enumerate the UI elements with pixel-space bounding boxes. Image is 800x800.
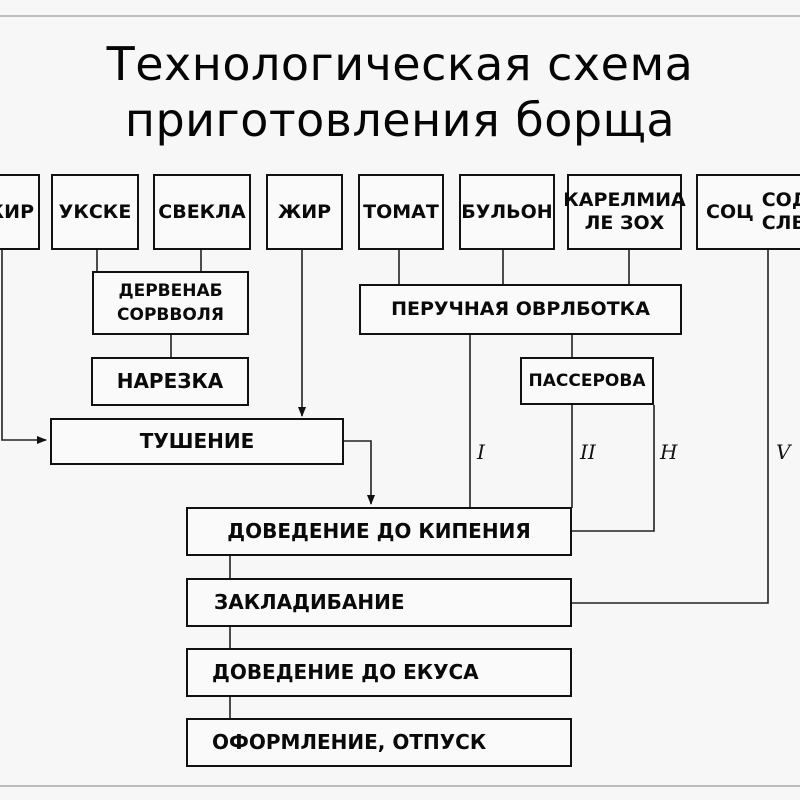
- ingredient-carrot-label-2: ле зох: [584, 212, 665, 234]
- passing-label: Пассерова: [528, 370, 646, 391]
- ingredient-fat2-label: Жир: [277, 200, 332, 223]
- stewing-label: Тушение: [139, 429, 255, 453]
- ingredient-carrot-box: Карелмиа ле зох: [563, 174, 686, 250]
- serving-label: Оформление, отпуск: [212, 730, 487, 754]
- manual-processing-box: Перучная оврлботка: [359, 284, 682, 335]
- title-line-1: Технологическая схема: [106, 37, 694, 91]
- ingredient-salt-extra-2: Слв: [761, 212, 800, 234]
- pre-processing-label-2: сорвволя: [117, 305, 224, 325]
- boiling-box: Доведение до кипения: [186, 507, 572, 556]
- to-taste-box: Доведение до екуса: [186, 648, 572, 697]
- stream-label-H: H: [660, 440, 678, 464]
- ingredient-broth-label: Бульон: [461, 200, 553, 223]
- manual-processing-label: Перучная оврлботка: [391, 298, 650, 320]
- pre-processing-label-1: Дервенаб: [118, 281, 223, 301]
- stream-label-I: I: [477, 440, 485, 464]
- stream-label-II: II: [580, 440, 596, 464]
- ingredient-onion-box: Укске: [51, 174, 139, 250]
- title-line-2: приготовления борща: [124, 93, 676, 147]
- ingredient-fat-label: Жир: [0, 200, 34, 223]
- to-taste-label: Доведение до екуса: [212, 660, 479, 684]
- ingredient-salt-label: Соц: [706, 200, 754, 223]
- ingredient-salt-extra-1: Сод: [761, 189, 800, 211]
- ingredient-fat2-box: Жир: [266, 174, 343, 250]
- diagram-title: Технологическая схема приготовления борщ…: [0, 36, 800, 148]
- top-border: [0, 15, 800, 17]
- ingredient-carrot-label: Карелмиа: [563, 189, 686, 211]
- passing-box: Пассерова: [520, 357, 654, 405]
- pre-processing-box: Дервенаб сорвволя: [92, 271, 249, 335]
- edge-stream-V: [572, 250, 769, 604]
- ingredient-onion-label: Укске: [58, 200, 132, 223]
- ingredient-broth-box: Бульон: [459, 174, 555, 250]
- ingredient-fat-box: Жир: [0, 174, 40, 250]
- ingredient-beet-label: Свекла: [158, 200, 246, 223]
- edge-stream-H: [572, 405, 655, 532]
- ingredient-salt-box: Соц Сод Слв: [696, 174, 800, 250]
- cutting-label: Нарезка: [116, 369, 224, 393]
- edge-fat-to-stewing: [1, 250, 47, 444]
- adding-box: Закладибание: [186, 578, 572, 627]
- cutting-box: Нарезка: [91, 357, 249, 406]
- edge-stewing-to-boiling: [344, 440, 375, 505]
- stream-label-V: V: [776, 440, 791, 464]
- ingredient-salt-extra: Сод Слв: [762, 189, 800, 235]
- serving-box: Оформление, отпуск: [186, 718, 572, 767]
- ingredient-tomato-label: Томат: [363, 200, 439, 223]
- ingredient-tomato-box: Томат: [358, 174, 444, 250]
- adding-label: Закладибание: [214, 590, 405, 614]
- stewing-box: Тушение: [50, 418, 344, 465]
- bottom-border: [0, 785, 800, 787]
- boiling-label: Доведение до кипения: [227, 519, 531, 543]
- ingredient-beet-box: Свекла: [153, 174, 251, 250]
